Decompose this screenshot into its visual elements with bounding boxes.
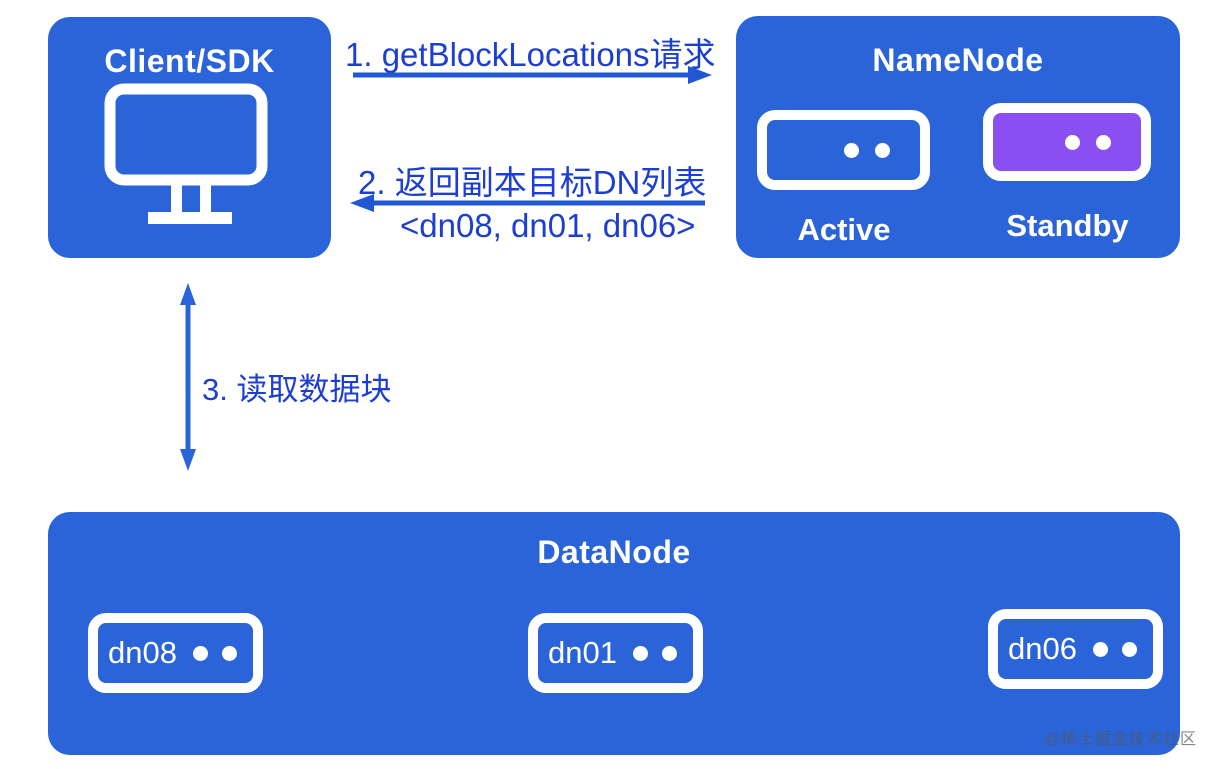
server-dot [1122,641,1137,657]
datanode-chip-label: dn06 [1008,631,1077,666]
datanode-title: DataNode [537,534,691,570]
server-dot [193,645,208,661]
client-title: Client/SDK [104,43,275,79]
namenode-title: NameNode [872,42,1044,78]
standby-label: Standby [1006,208,1129,243]
active-server-icon [757,110,930,190]
standby-server-icon [983,103,1151,181]
server-dot [1093,641,1108,657]
arrow-step2-left [350,194,705,212]
datanode-chip-dn01: dn01 [528,613,703,693]
server-dot [1096,134,1111,150]
namenode-box: NameNode Active Standby [736,16,1180,258]
step1-label: 1. getBlockLocations请求 [345,36,716,73]
server-dot [633,645,648,661]
client-box: Client/SDK [48,17,331,258]
server-dot [662,645,677,661]
step2-label-line2: <dn08, dn01, dn06> [400,207,696,244]
step2-label-line1: 2. 返回副本目标DN列表 [358,164,707,201]
monitor-icon [104,83,268,224]
arrow-step3-vertical [180,283,196,471]
active-label: Active [797,212,891,247]
datanode-box: DataNode dn08 dn01 dn06 [48,512,1180,755]
datanode-chip-label: dn01 [548,635,617,670]
server-dot [875,142,890,158]
datanode-chip-label: dn08 [108,635,177,670]
server-dot [222,645,237,661]
arrow-step1-right [353,66,712,84]
datanode-chip-dn06: dn06 [988,609,1163,689]
datanode-chip-dn08: dn08 [88,613,263,693]
step3-label: 3. 读取数据块 [202,372,392,407]
watermark: @稀土掘金技术社区 [1043,731,1197,748]
server-dot [1065,134,1080,150]
server-dot [844,142,859,158]
